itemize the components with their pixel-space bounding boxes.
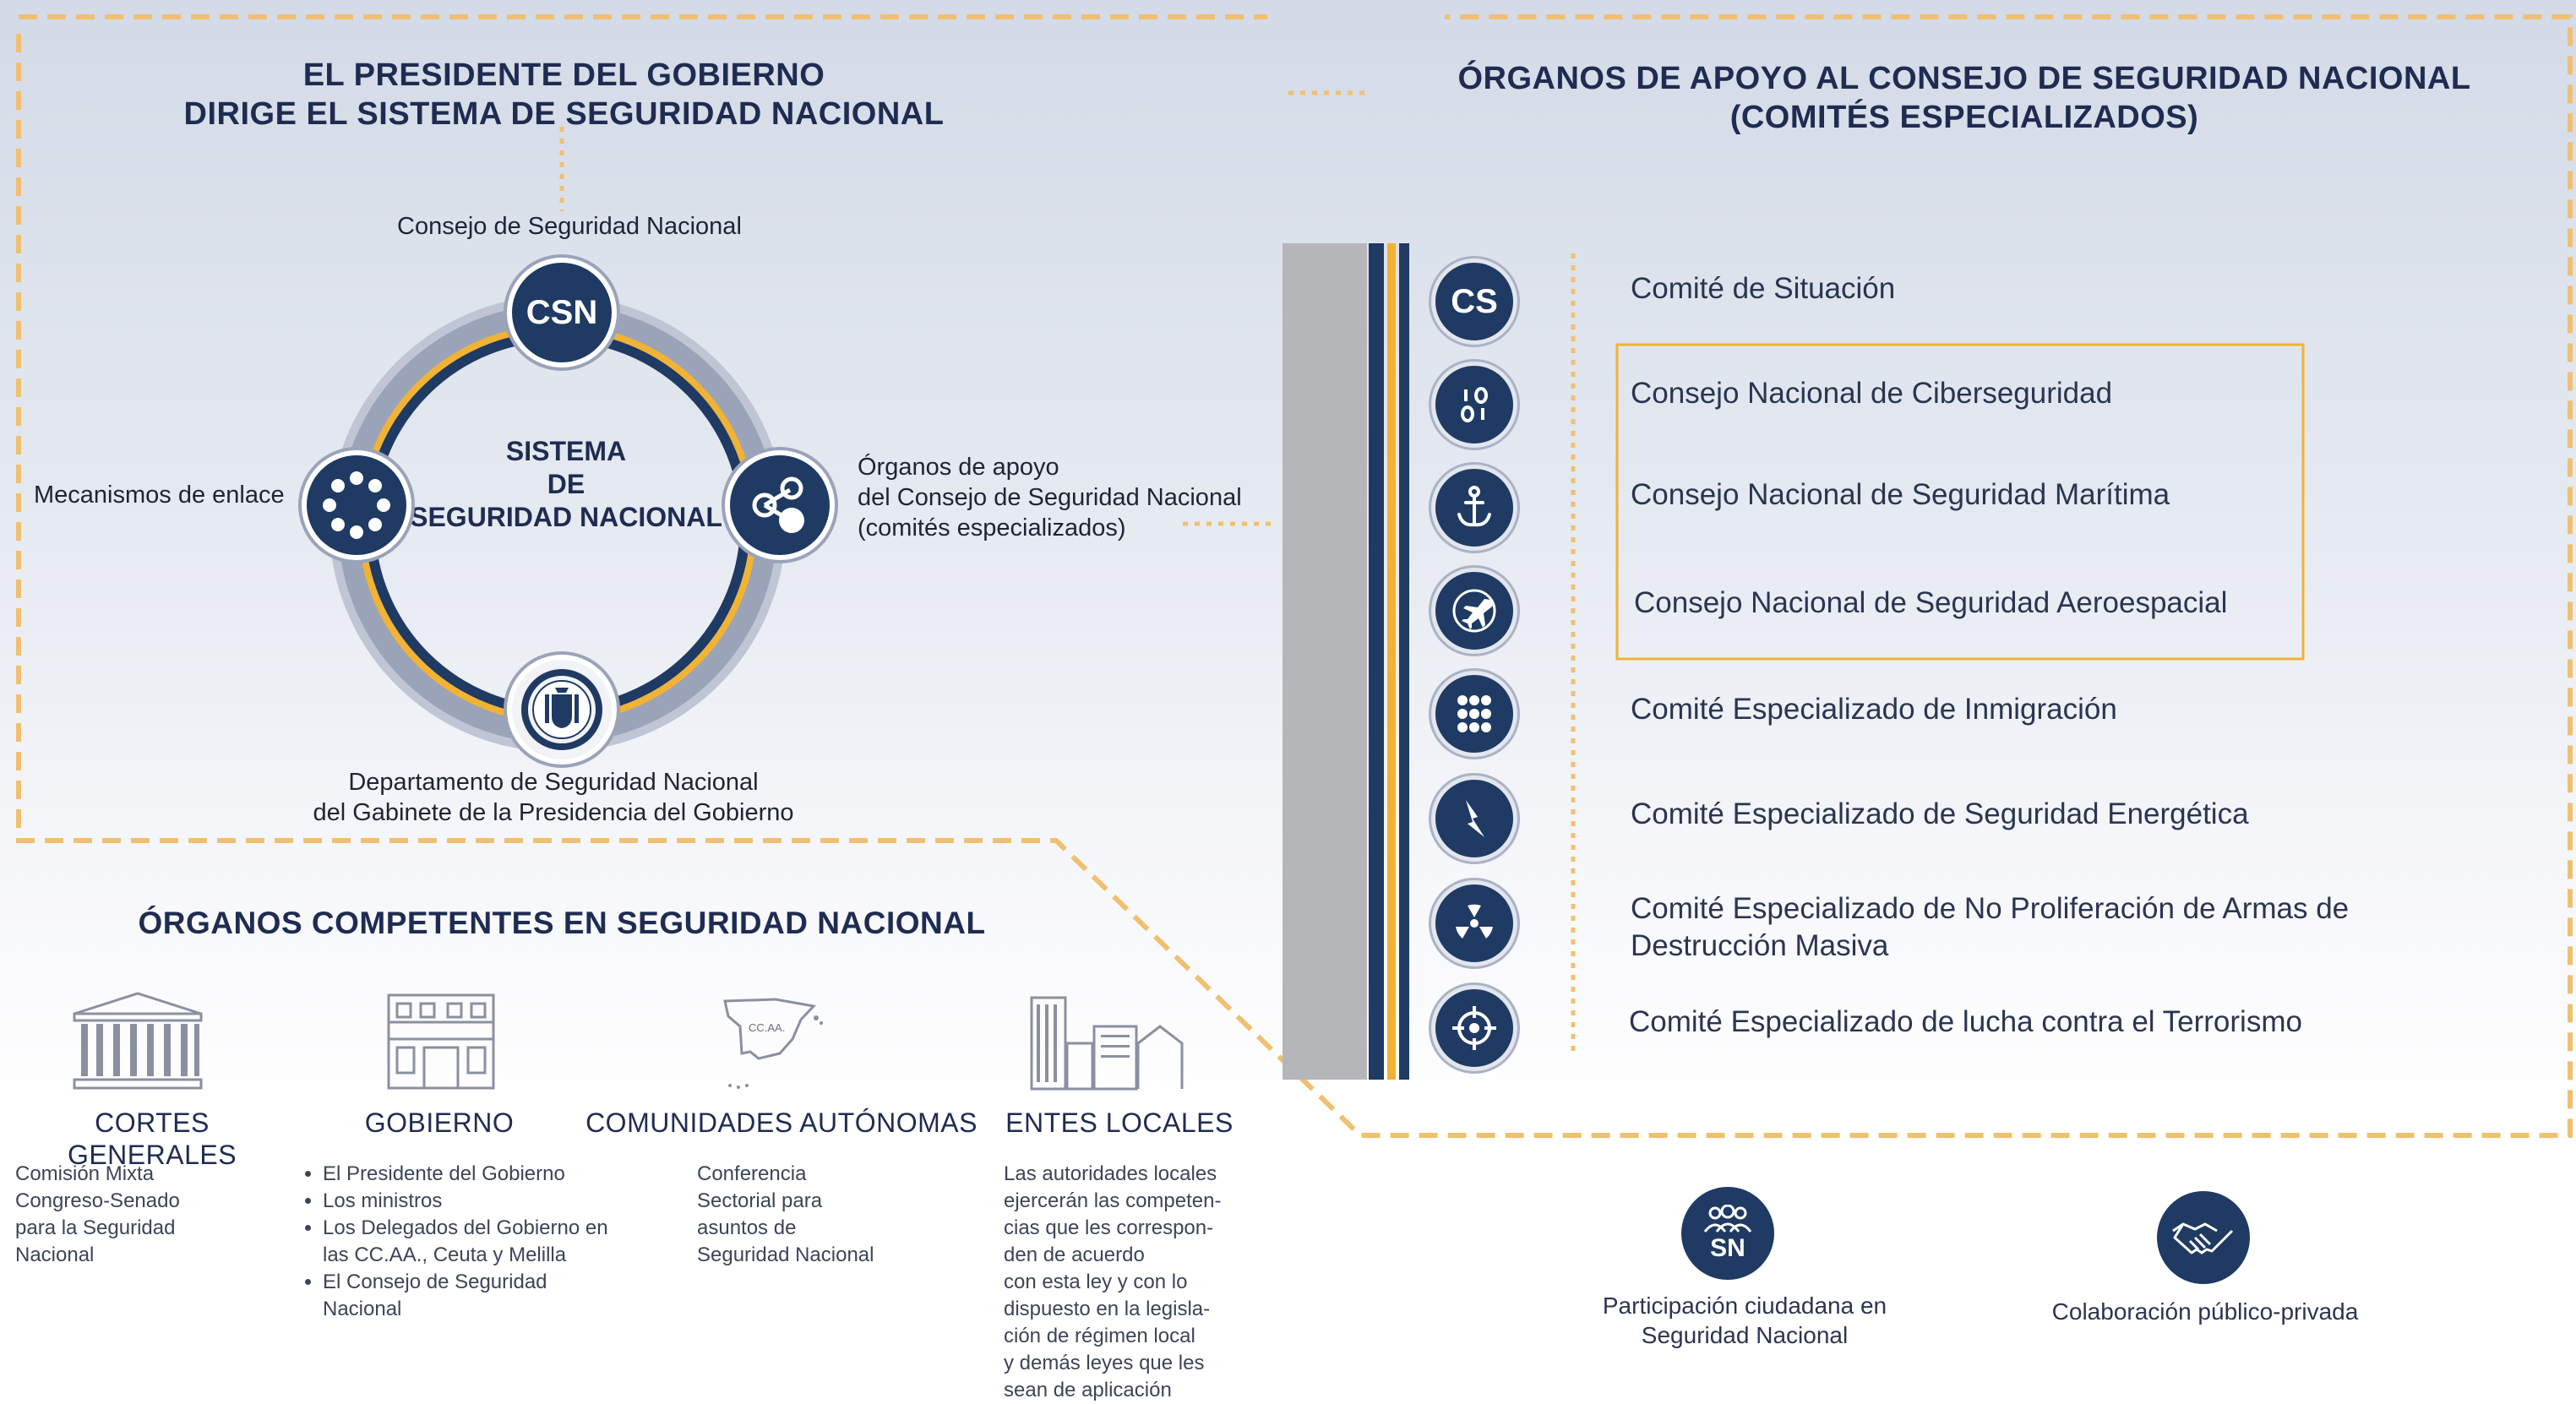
participation-label: Participación ciudadana en Seguridad Nac… <box>1588 1291 1901 1350</box>
organ-desc-entes-line5: con esta ley y con lo <box>1004 1271 1188 1293</box>
organ-desc-ccaa: Conferencia Sectorial para asuntos de Se… <box>697 1161 950 1269</box>
coat-of-arms-icon <box>521 669 602 750</box>
airplane-icon <box>1431 568 1517 654</box>
organ-desc-entes-line1: Las autoridades locales <box>1004 1162 1217 1185</box>
organ-name-entes-locales: ENTES LOCALES <box>1005 1107 1234 1138</box>
organ-desc-entes-locales: Las autoridades locales ejercerán las co… <box>1004 1161 1274 1404</box>
committees-heading-line1: ÓRGANOS DE APOYO AL CONSEJO DE SEGURIDAD… <box>1457 61 2471 96</box>
organ-desc-cortes-line2: Congreso-Senado <box>15 1189 180 1212</box>
committee-label-ciberseguridad: Consejo Nacional de Ciberseguridad <box>1631 377 2113 410</box>
organ-desc-cortes-line1: Comisión Mixta <box>15 1162 155 1185</box>
people-dots-icon <box>1431 671 1517 757</box>
city-icon <box>1030 996 1184 1091</box>
participation-icon: SN <box>1681 1187 1774 1280</box>
committee-label-no-proliferacion-line2: Destrucción Masiva <box>1631 929 1889 962</box>
people-group-icon <box>1703 1205 1752 1233</box>
gobierno-bullet: Los ministros <box>323 1188 625 1215</box>
anchor-icon <box>1431 465 1517 551</box>
organ-name-ccaa: COMUNIDADES AUTÓNOMAS <box>585 1107 978 1138</box>
support-node <box>725 450 835 560</box>
organ-desc-ccaa-line4: Seguridad Nacional <box>697 1243 874 1266</box>
organ-desc-entes-line7: ción de régimen local <box>1004 1325 1195 1347</box>
support-label-line2: del Consejo de Seguridad Nacional <box>858 484 1242 511</box>
dsn-node <box>507 655 617 765</box>
organ-desc-entes-line6: dispuesto en la legisla- <box>1004 1298 1211 1320</box>
radiation-icon <box>1431 880 1517 966</box>
support-label: Órganos de apoyo del Consejo de Segurida… <box>858 452 1280 543</box>
committee-label-aeroespacial: Consejo Nacional de Seguridad Aeroespaci… <box>1634 586 2228 619</box>
csn-node: CSN <box>507 258 617 367</box>
gobierno-bullet: El Consejo de Seguridad Nacional <box>323 1269 625 1323</box>
lightning-icon <box>1431 775 1517 862</box>
ring-center-line1: SISTEMA <box>505 436 627 466</box>
dsn-label: Departamento de Seguridad Nacional del G… <box>279 767 828 828</box>
dsn-label-line1: Departamento de Seguridad Nacional <box>348 769 759 796</box>
spain-map-label: CC.AA. <box>749 1021 785 1034</box>
organ-desc-gobierno: El Presidente del Gobierno Los ministros… <box>304 1161 625 1323</box>
parliament-icon <box>73 992 203 1090</box>
committees-heading-line2: (COMITÉS ESPECIALIZADOS) <box>1729 100 2199 135</box>
links-label: Mecanismos de enlace <box>34 482 285 509</box>
ring-center-label: SISTEMA DE SEGURIDAD NACIONAL <box>397 435 735 534</box>
president-heading: EL PRESIDENTE DEL GOBIERNO DIRIGE EL SIS… <box>84 56 1043 133</box>
cs-icon: CS <box>1431 258 1517 345</box>
spain-map-icon: CC.AA. <box>723 998 823 1089</box>
committee-label-energetica: Comité Especializado de Seguridad Energé… <box>1631 797 2249 830</box>
gobierno-bullet: Los Delegados del Gobierno en las CC.AA.… <box>323 1215 625 1269</box>
csn-abbr: CSN <box>526 293 598 331</box>
participation-label-line2: Seguridad Nacional <box>1641 1322 1849 1348</box>
government-building-icon <box>387 993 495 1090</box>
committee-label-inmigracion: Comité Especializado de Inmigración <box>1631 693 2117 726</box>
collab-icon <box>2157 1191 2250 1284</box>
organ-desc-ccaa-line1: Conferencia <box>697 1162 807 1185</box>
committees-heading: ÓRGANOS DE APOYO AL CONSEJO DE SEGURIDAD… <box>1436 59 2492 137</box>
gobierno-bullet: El Presidente del Gobierno <box>323 1161 625 1188</box>
president-heading-line2: DIRIGE EL SISTEMA DE SEGURIDAD NACIONAL <box>183 96 945 132</box>
target-icon <box>1431 985 1517 1071</box>
organ-desc-cortes: Comisión Mixta Congreso-Senado para la S… <box>15 1161 235 1269</box>
competent-organs-heading: ÓRGANOS COMPETENTES EN SEGURIDAD NACIONA… <box>138 906 986 940</box>
share-network-icon <box>752 476 804 533</box>
organ-name-gobierno: GOBIERNO <box>364 1107 515 1138</box>
collab-label: Colaboración público-privada <box>2051 1298 2359 1325</box>
participation-abbr: SN <box>1710 1234 1745 1262</box>
organ-name-cortes: CORTES GENERALES <box>67 1107 237 1170</box>
organ-desc-entes-line3: cias que les correspon- <box>1004 1216 1214 1239</box>
binary-icon <box>1431 362 1517 448</box>
organ-desc-ccaa-line2: Sectorial para <box>697 1189 823 1212</box>
links-node <box>302 450 411 560</box>
organ-desc-cortes-line4: Nacional <box>15 1243 95 1266</box>
committee-label-maritima: Consejo Nacional de Seguridad Marítima <box>1631 478 2170 511</box>
organ-desc-entes-line2: ejercerán las competen- <box>1004 1189 1222 1212</box>
committee-label-no-proliferacion-line1: Comité Especializado de No Proliferación… <box>1631 892 2350 925</box>
ring-center-line3: SEGURIDAD NACIONAL <box>410 502 722 532</box>
organ-desc-entes-line8: y demás leyes que les <box>1004 1352 1205 1374</box>
handshake-icon <box>2172 1222 2234 1254</box>
csn-label: Consejo de Seguridad Nacional <box>397 213 742 240</box>
organ-desc-entes-line9: sean de aplicación <box>1004 1379 1172 1401</box>
organ-desc-cortes-line3: para la Seguridad <box>15 1216 176 1239</box>
committee-label-terrorismo: Comité Especializado de lucha contra el … <box>1629 1005 2302 1038</box>
organ-desc-entes-line4: den de acuerdo <box>1004 1243 1145 1266</box>
participation-label-line1: Participación ciudadana en <box>1602 1292 1887 1319</box>
president-heading-line1: EL PRESIDENTE DEL GOBIERNO <box>302 57 825 93</box>
organ-desc-ccaa-line3: asuntos de <box>697 1216 797 1239</box>
cs-abbr: CS <box>1451 282 1498 320</box>
support-label-line3: (comités especializados) <box>858 514 1126 541</box>
committee-label-no-proliferacion: Comité Especializado de No Proliferación… <box>1631 890 2349 965</box>
dsn-label-line2: del Gabinete de la Presidencia del Gobie… <box>313 799 794 826</box>
ring-center-line2: DE <box>547 469 585 499</box>
committee-label-situacion: Comité de Situación <box>1631 272 1896 305</box>
support-label-line1: Órganos de apoyo <box>858 454 1059 481</box>
dots-ring-icon <box>323 471 390 539</box>
